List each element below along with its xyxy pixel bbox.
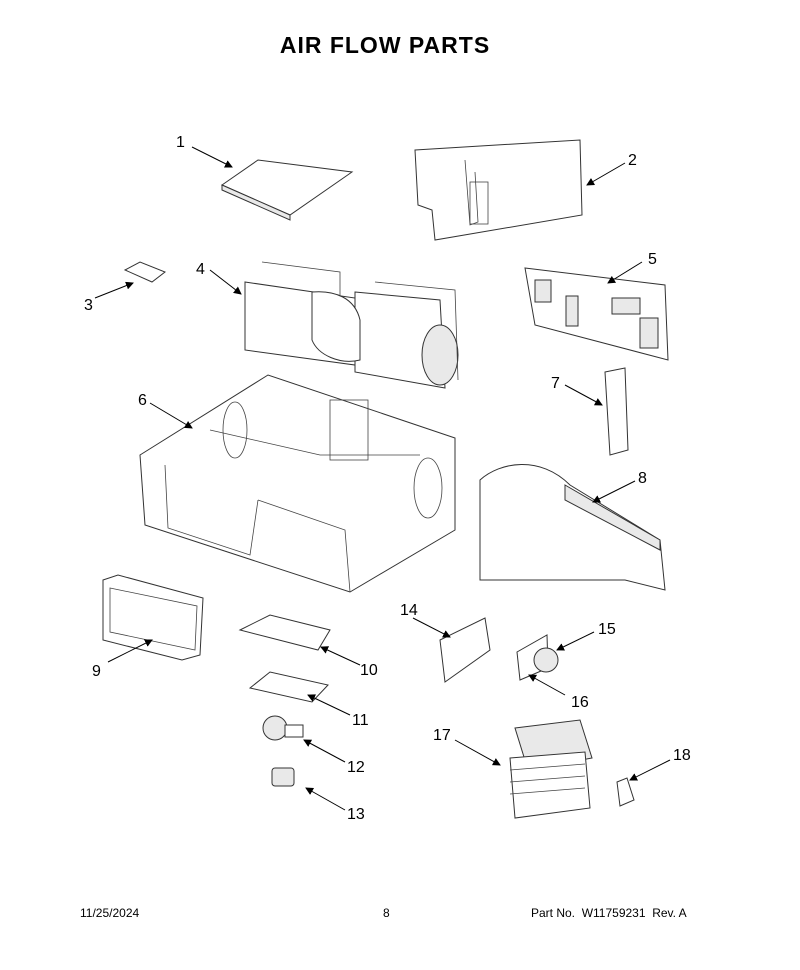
callout-6: 6 <box>138 392 147 409</box>
part-14-circuit-board[interactable] <box>439 617 491 683</box>
part-8-air-duct[interactable] <box>479 464 666 591</box>
part-17-magnetron[interactable] <box>509 719 593 819</box>
part-no-value: W11759231 <box>581 906 646 920</box>
part-2-bracket-panel[interactable] <box>414 139 583 241</box>
callout-7: 7 <box>551 375 560 392</box>
callout-3: 3 <box>84 297 93 314</box>
callout-15: 15 <box>598 621 616 638</box>
part-1-cover-plate[interactable] <box>220 159 354 221</box>
callout-18: 18 <box>673 747 691 764</box>
page-title: AIR FLOW PARTS <box>279 32 491 58</box>
part-13-lamp-socket[interactable] <box>271 767 295 787</box>
callout-14: 14 <box>400 602 418 619</box>
revision: Rev. A <box>652 906 687 920</box>
part-6-main-housing[interactable] <box>139 374 456 593</box>
callout-16: 16 <box>571 694 589 711</box>
part-12-lamp[interactable] <box>262 715 304 741</box>
part-10-shield-plate[interactable] <box>238 614 331 651</box>
footer-part-number: Part No. W11759231 Rev. A <box>531 906 687 920</box>
part-3-small-bracket[interactable] <box>123 261 167 283</box>
leader-arrows <box>94 146 671 811</box>
callout-1: 1 <box>176 134 185 151</box>
part-no-label: Part No. <box>531 906 576 920</box>
callout-4: 4 <box>196 261 205 278</box>
footer-page-number: 8 <box>383 906 390 920</box>
part-9-filter[interactable] <box>102 574 204 661</box>
callout-11: 11 <box>352 712 369 729</box>
callout-9: 9 <box>92 663 101 680</box>
part-15-16-fan-motor[interactable] <box>516 634 559 681</box>
callout-2: 2 <box>628 152 637 169</box>
callout-labels: 1 2 3 4 5 6 7 8 9 10 11 12 13 14 15 16 1… <box>84 134 691 823</box>
callout-13: 13 <box>347 806 365 823</box>
part-4-blower-motor[interactable] <box>244 261 459 389</box>
part-7-vertical-bracket[interactable] <box>604 367 629 456</box>
part-11-cover-sheet[interactable] <box>248 671 329 703</box>
callout-8: 8 <box>638 470 647 487</box>
callout-17: 17 <box>433 727 451 744</box>
footer-date: 11/25/2024 <box>80 906 140 920</box>
callout-12: 12 <box>347 759 365 776</box>
part-18-clip[interactable] <box>616 777 635 807</box>
callout-10: 10 <box>360 662 378 679</box>
callout-5: 5 <box>648 251 657 268</box>
part-5-control-panel[interactable] <box>524 267 669 361</box>
